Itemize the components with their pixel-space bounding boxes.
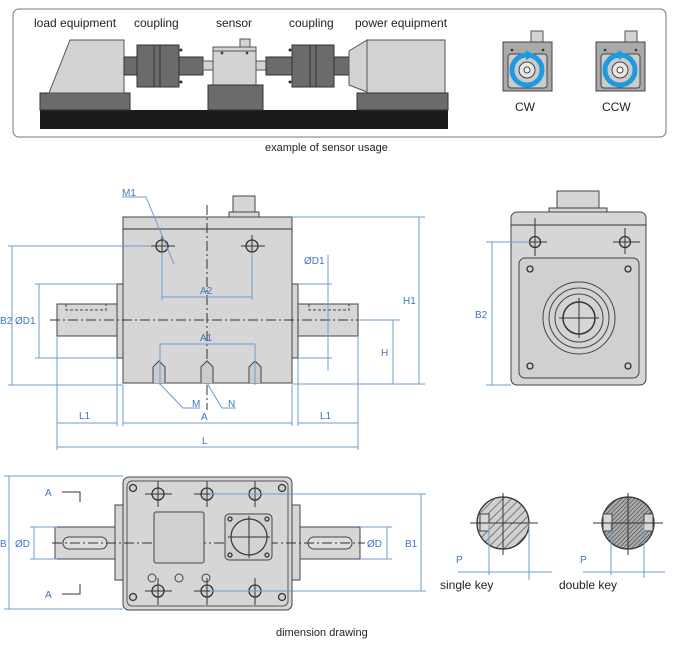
label-power-equipment: power equipment [355, 16, 448, 30]
double-key-p: P [580, 555, 587, 566]
dim-h: H [381, 348, 388, 359]
label-coupling-left: coupling [134, 16, 179, 30]
dim-d-right: ØD [367, 539, 382, 550]
label-load-equipment: load equipment [34, 16, 117, 30]
double-key-caption: double key [559, 578, 617, 592]
dim-m: M [192, 399, 200, 410]
dim-b1: B1 [405, 539, 418, 550]
dim-h1: H1 [403, 296, 416, 307]
dim-m1: M1 [122, 188, 136, 199]
power-equipment-icon [348, 39, 449, 111]
shaft-mid-right [265, 56, 293, 76]
section-a-bottom: A [45, 590, 52, 601]
label-coupling-right: coupling [289, 16, 334, 30]
dimension-drawing-caption: dimension drawing [276, 627, 368, 639]
bottom-view: B A A ØD ØD B1 [0, 475, 426, 611]
load-equipment-icon [39, 39, 131, 111]
dim-a2: A2 [200, 286, 213, 297]
dim-d1-left: ØD1 [15, 316, 36, 327]
coupling-left-icon [136, 44, 183, 88]
sensor-shaft-right [255, 60, 267, 71]
dim-l1-right: L1 [320, 411, 332, 422]
dim-a1: A1 [200, 333, 213, 344]
cw-rotation-icon [502, 30, 553, 92]
dim-l: L [202, 436, 208, 447]
machine-base [40, 110, 448, 129]
side-view: B2 [475, 190, 647, 386]
shaft-right [333, 56, 350, 76]
dim-b2-side: B2 [475, 310, 488, 321]
sensor-icon [207, 38, 264, 111]
cw-label: CW [515, 100, 536, 114]
shaft-mid-left [178, 56, 204, 76]
dim-n: N [228, 399, 235, 410]
ccw-rotation-icon [595, 30, 646, 92]
usage-panel: load equipment coupling sensor coupling … [12, 8, 667, 154]
single-key-p: P [456, 555, 463, 566]
dim-b2-front: B2 [0, 316, 13, 327]
ccw-label: CCW [602, 100, 631, 114]
coupling-right-icon [288, 44, 335, 88]
section-a-top: A [45, 488, 52, 499]
sensor-shaft-left [202, 60, 214, 71]
dim-d1-right: ØD1 [304, 256, 325, 267]
single-key-section: P single key [440, 493, 552, 592]
dim-l1-left: L1 [79, 411, 91, 422]
front-view: M1 A2 A1 M N A L1 L1 L B2 [0, 188, 425, 450]
label-sensor: sensor [216, 16, 252, 30]
dim-a: A [201, 412, 208, 423]
dim-b: B [0, 539, 7, 550]
dim-d-left: ØD [15, 539, 30, 550]
usage-caption: example of sensor usage [265, 142, 388, 154]
double-key-section: P double key [559, 493, 665, 592]
single-key-caption: single key [440, 578, 493, 592]
